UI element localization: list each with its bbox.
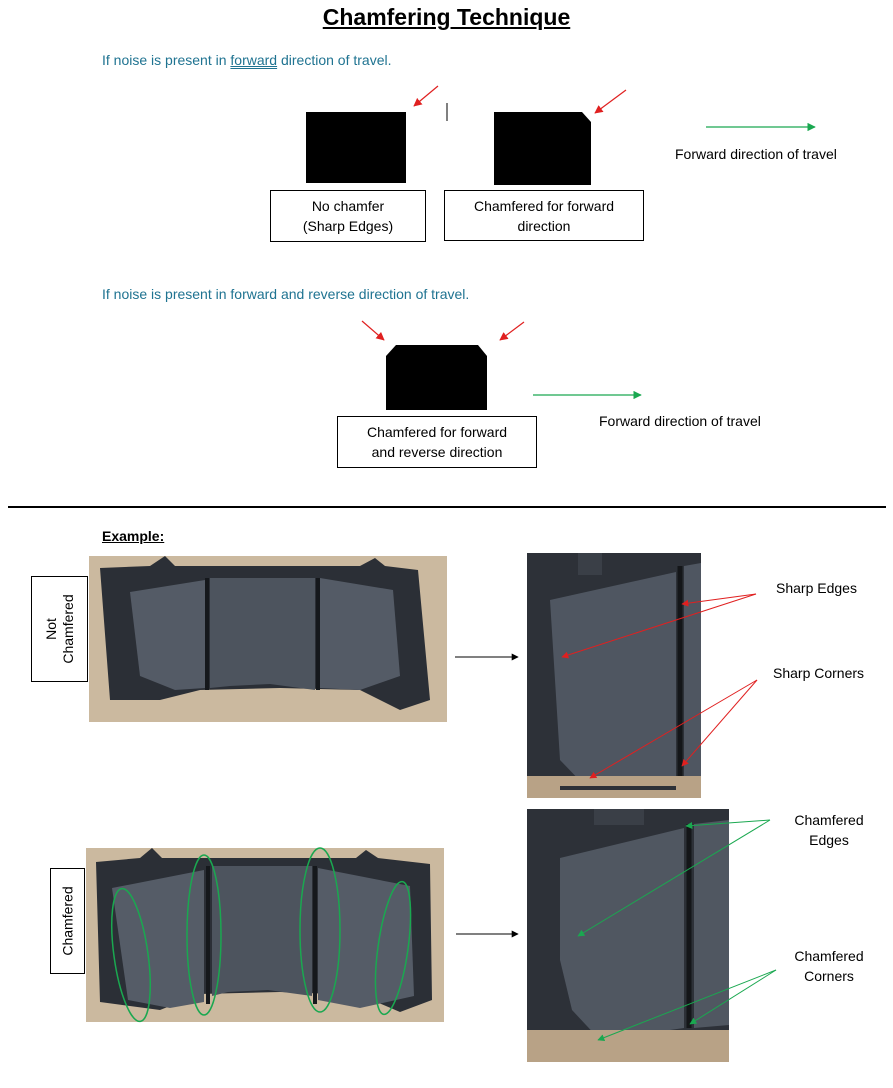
green-ellipse-icon xyxy=(186,854,222,1016)
chamfered-label-text: Chamfered xyxy=(59,886,75,956)
chamfered-edges-line2: Edges xyxy=(809,832,849,848)
red-arrow-icon xyxy=(361,320,385,341)
page-title: Chamfering Technique xyxy=(322,4,571,30)
red-arrow-icon xyxy=(561,593,757,659)
chamfered-both-label-line1: Chamfered for forward xyxy=(366,424,508,440)
section1-intro: If noise is present in forward direction… xyxy=(102,52,391,68)
green-ellipse-icon xyxy=(111,887,151,1023)
chamfered-both-label-line2: and reverse direction xyxy=(371,444,503,460)
section1-intro-pre: If noise is present in xyxy=(102,52,231,68)
chamfered-label-box: Chamfered xyxy=(50,868,85,974)
chamfered-edges-label: Chamfered Edges xyxy=(784,810,874,850)
green-arrow-icon xyxy=(685,819,771,830)
chamfered-corners-line1: Chamfered xyxy=(794,948,864,964)
not-chamfered-label-box: Not Chamfered xyxy=(31,576,88,682)
chamfered-forward-label-line2: direction xyxy=(517,217,571,234)
section-divider xyxy=(8,506,886,508)
section1-intro-underlined: forward xyxy=(230,52,278,68)
section1-direction-label: Forward direction of travel xyxy=(675,146,837,162)
chamfered-forward-block xyxy=(494,112,591,185)
chamfered-forward-label-line1: Chamfered for forward xyxy=(473,197,615,214)
green-arrow-icon xyxy=(577,819,771,937)
chamfered-forward-label-box: Chamfered for forward direction xyxy=(444,190,644,241)
sharp-corners-label: Sharp Corners xyxy=(773,665,865,681)
green-arrow-icon xyxy=(597,969,777,1041)
not-chamfered-pad-photo xyxy=(89,556,447,722)
chamfered-corners-label: Chamfered Corners xyxy=(784,946,874,986)
no-chamfer-label-line1: No chamfer xyxy=(311,198,385,214)
no-chamfer-block xyxy=(306,112,406,183)
sharp-closeup-photo xyxy=(527,553,701,798)
red-arrow-icon xyxy=(681,593,757,607)
no-chamfer-label-box: No chamfer (Sharp Edges) xyxy=(270,190,426,242)
chamfered-closeup-photo xyxy=(527,809,729,1062)
example-heading: Example: xyxy=(102,528,165,544)
no-chamfer-label-line2: (Sharp Edges) xyxy=(302,218,394,234)
red-arrow-icon xyxy=(589,679,758,779)
chamfered-edges-line1: Chamfered xyxy=(794,812,864,828)
red-arrow-icon xyxy=(681,679,758,767)
section2-direction-label: Forward direction of travel xyxy=(599,413,761,429)
section2-intro: If noise is present in forward and rever… xyxy=(102,286,470,302)
green-ellipse-icon xyxy=(299,847,341,1013)
chamfered-both-block xyxy=(386,345,487,410)
not-chamfered-label-line2: Chamfered xyxy=(59,594,76,664)
chamfered-pad-photo xyxy=(86,848,444,1022)
section1-intro-post: direction of travel. xyxy=(277,52,392,68)
sharp-edges-label: Sharp Edges xyxy=(776,580,857,596)
green-arrow-icon xyxy=(689,969,777,1025)
not-chamfered-label-line1: Not xyxy=(42,618,59,640)
red-arrow-icon xyxy=(499,321,525,341)
red-arrow-icon xyxy=(594,89,627,114)
chamfered-corners-line2: Corners xyxy=(804,968,854,984)
red-arrow-icon xyxy=(413,85,439,107)
green-ellipse-icon xyxy=(374,880,412,1016)
chamfered-both-label-box: Chamfered for forward and reverse direct… xyxy=(337,416,537,468)
